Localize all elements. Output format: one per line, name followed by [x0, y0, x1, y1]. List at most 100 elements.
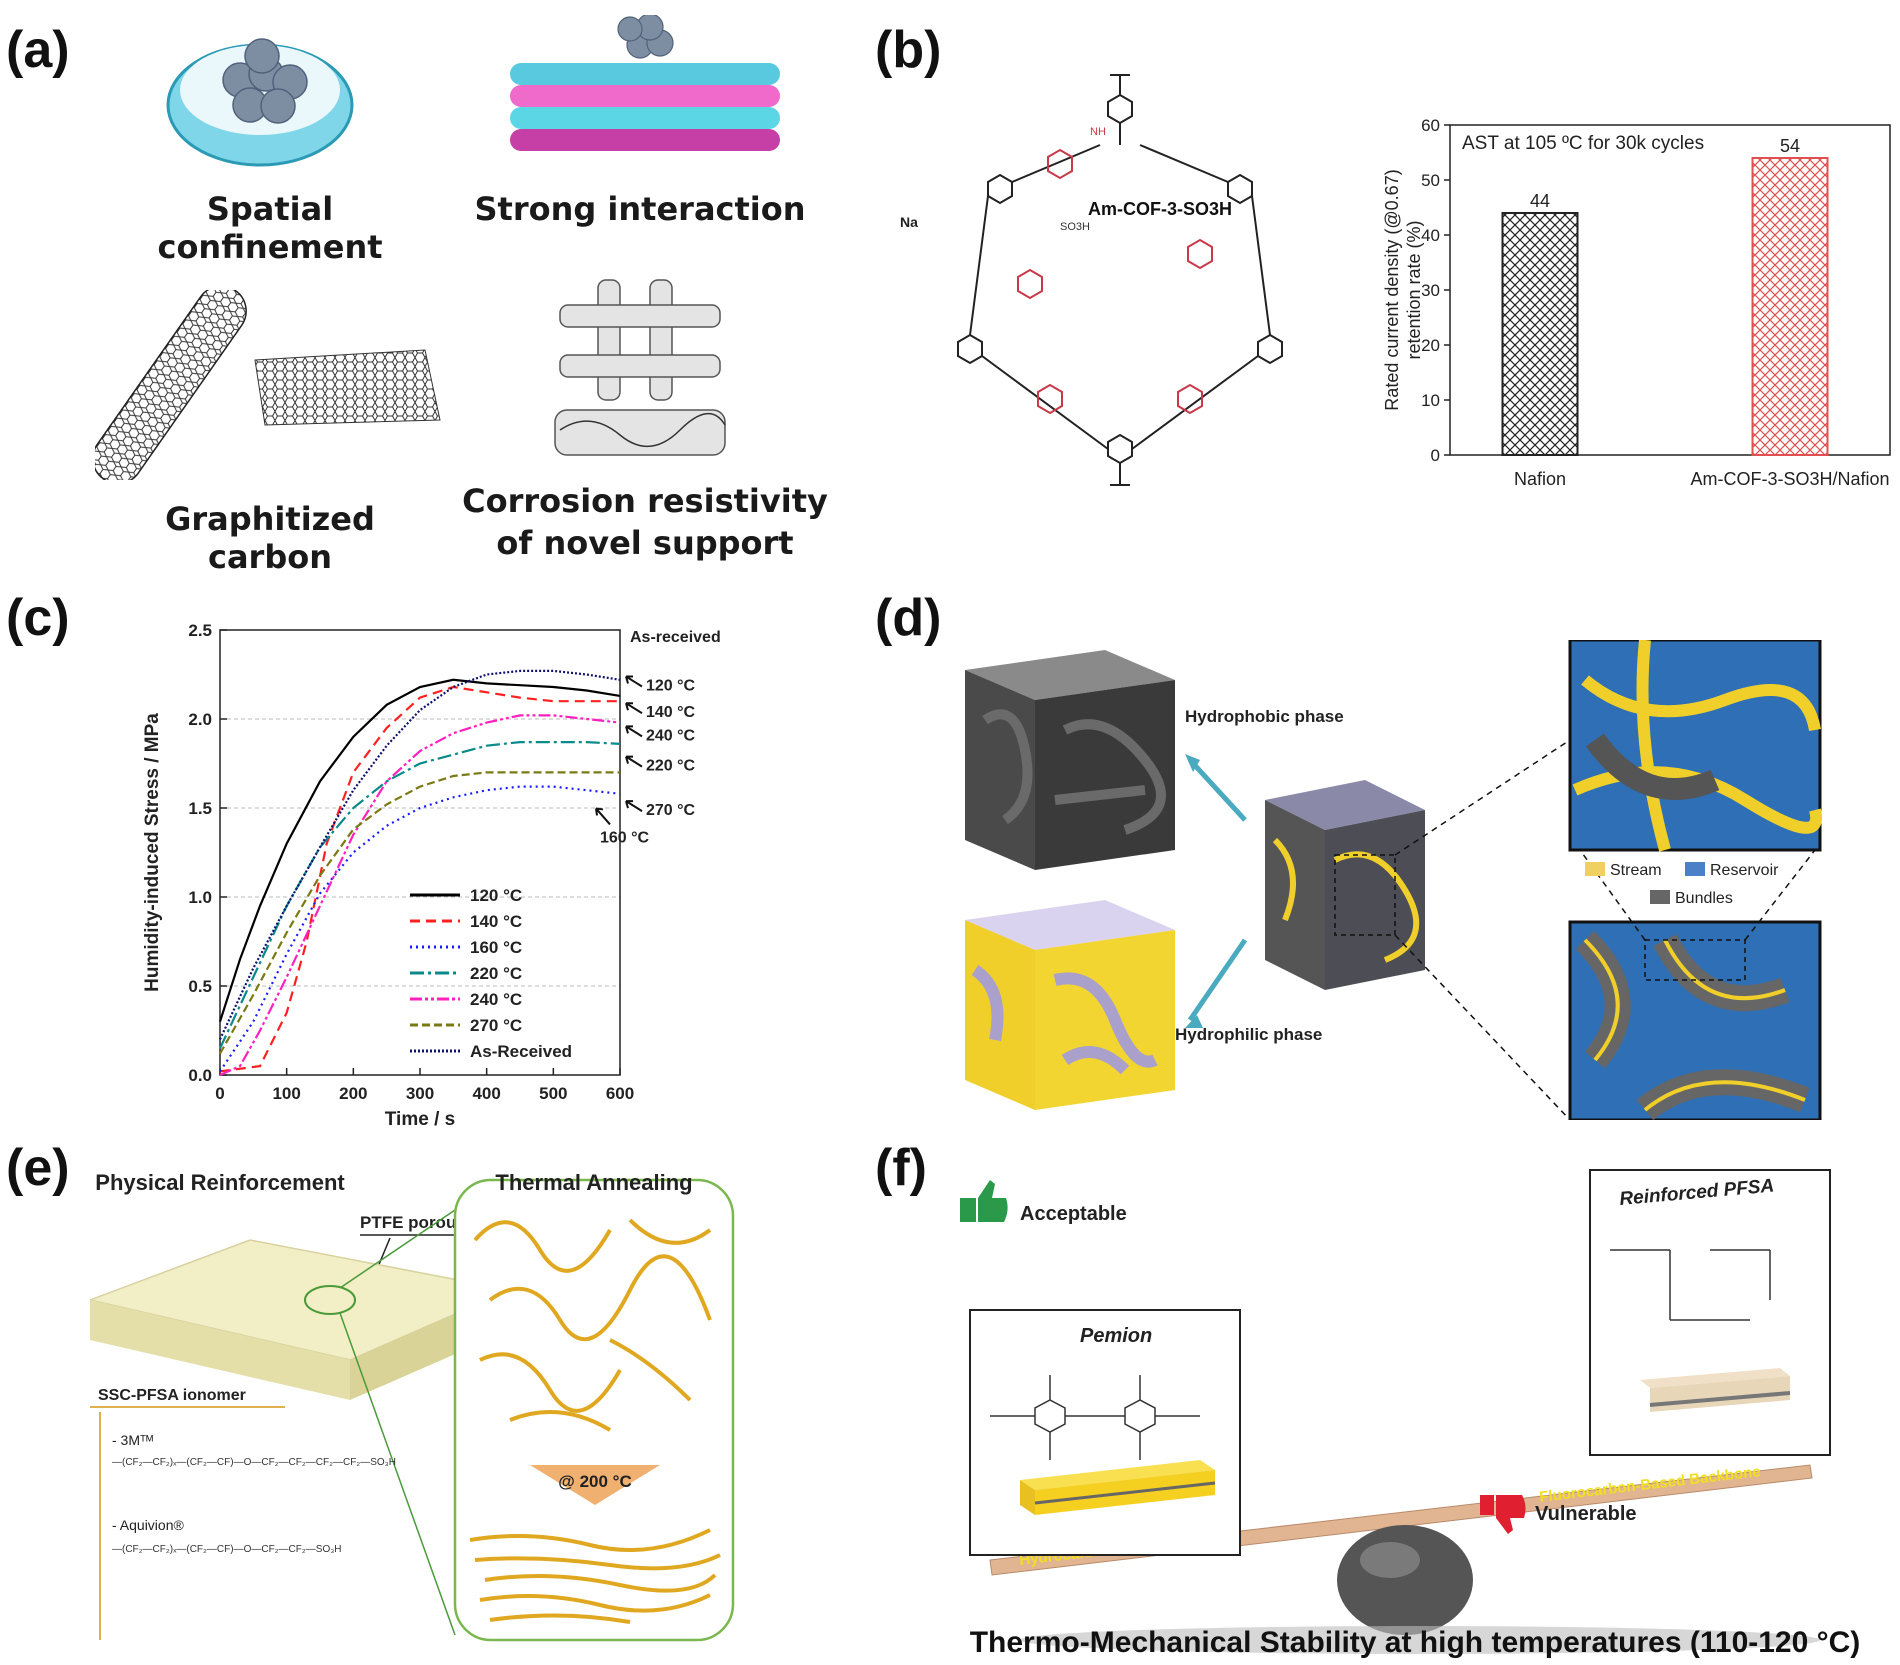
- nh-fragment: NH: [1090, 126, 1106, 138]
- annotation-label: 160 °C: [600, 829, 650, 846]
- legend-label: 240 °C: [470, 990, 522, 1009]
- corrosion-label-line2: of novel support: [496, 524, 794, 562]
- bar-1: [1751, 157, 1829, 456]
- physical-reinforcement-title: Physical Reinforcement: [95, 1170, 345, 1195]
- y-axis-label: Rated current density (@0.67): [1382, 169, 1402, 410]
- pemion-label: Pemion: [1080, 1325, 1152, 1347]
- x-tick-label: 600: [606, 1084, 634, 1103]
- bar-chart-title: AST at 105 ºC for 30k cycles: [1462, 133, 1704, 154]
- annotation-arrow: [625, 675, 643, 688]
- bar-0: [1501, 212, 1579, 456]
- 3m-structure: —(CF₂—CF₂)ₓ—(CF₂—CF)—O—CF₂—CF₂—CF₂—CF₂—S…: [112, 1457, 396, 1468]
- stream-legend: Stream: [1610, 862, 1662, 879]
- annotation-arrow: [625, 800, 643, 812]
- vulnerable-label: Vulnerable: [1535, 1503, 1637, 1525]
- novel-support-image: [554, 279, 726, 456]
- panel-b-label: (b): [875, 21, 942, 79]
- thumbs-up-icon: [978, 1180, 1008, 1222]
- y-tick-label: 50: [1421, 171, 1440, 190]
- hydrophobic-label: Hydrophobic phase: [1185, 707, 1344, 726]
- annotation-label: 240 °C: [646, 727, 696, 744]
- annotation-arrow: [595, 807, 611, 826]
- spatial-confinement-image: [166, 38, 354, 167]
- ionomer-item-aquivion: - Aquivion®: [112, 1517, 184, 1533]
- acceptable-label: Acceptable: [1020, 1203, 1127, 1225]
- y-tick-label: 2.5: [188, 621, 212, 640]
- bundles-legend: Bundles: [1675, 890, 1733, 907]
- series-line-5: [219, 771, 620, 1055]
- y-tick-label: 10: [1421, 391, 1440, 410]
- legend-label: 160 °C: [470, 938, 522, 957]
- corrosion-label: Corrosion resistivity of novel support: [460, 480, 830, 564]
- line-chart: 0.0 0.5 1.0 1.5 2.0 2.5 0 100 200 300 400 500 600Tim…: [142, 621, 721, 1130]
- cof-structure-image: Am-COF-3-SO3H SO3H NH Na: [900, 74, 1283, 486]
- legend-label: 220 °C: [470, 964, 522, 983]
- aquivion-structure: —(CF₂—CF₂)ₓ—(CF₂—CF)—O—CF₂—CF₂—SO₃H: [112, 1544, 342, 1555]
- hydrophilic-label: Hydrophilic phase: [1175, 1025, 1322, 1044]
- seesaw-image: Acceptable Hydrocarbon-Based Backbone Fl…: [960, 1169, 1861, 1659]
- annealing-temp: @ 200 °C: [558, 1472, 631, 1491]
- y-tick-label: 2.0: [188, 710, 212, 729]
- y-tick-label: 0.5: [188, 977, 212, 996]
- panel-d-label: (d): [875, 589, 942, 647]
- series-line-0: [218, 678, 621, 1022]
- strong-interaction-label: Strong interaction: [474, 190, 806, 228]
- bar-data-label: 54: [1780, 136, 1800, 156]
- legend-label: 270 °C: [470, 1016, 522, 1035]
- y-tick-label: 0: [1431, 446, 1440, 465]
- y-tick-label: 1.5: [188, 799, 212, 818]
- category-label: Am-COF-3-SO3H/Nafion: [1690, 469, 1889, 489]
- x-tick-label: 0: [215, 1084, 224, 1103]
- na-fragment: Na: [900, 214, 918, 230]
- panel-f-caption: Thermo-Mechanical Stability at high temp…: [970, 1626, 1861, 1659]
- x-tick-label: 400: [472, 1084, 500, 1103]
- x-tick-label: 500: [539, 1084, 567, 1103]
- hydrophobic-cube: [965, 650, 1175, 870]
- spatial-confinement-label: Spatial confinement: [157, 190, 383, 266]
- y-tick-label: 40: [1421, 226, 1440, 245]
- fulcrum-rock: [1337, 1525, 1473, 1635]
- panel-f-label: (f): [875, 1139, 927, 1197]
- annotation-arrow: [625, 755, 643, 768]
- x-tick-label: 300: [406, 1084, 434, 1103]
- reservoir-legend: Reservoir: [1710, 862, 1779, 879]
- series-line-4: [219, 714, 621, 1077]
- ionomer-item-3m: - 3Mᵀᴹ: [112, 1432, 153, 1448]
- bar-data-label: 44: [1530, 191, 1550, 211]
- central-cube: [1265, 780, 1425, 990]
- strong-interaction-image: [510, 15, 780, 151]
- panel-c-label: (c): [6, 589, 70, 647]
- thermal-annealing-title: Thermal Annealing: [495, 1170, 692, 1195]
- x-tick-label: 200: [339, 1084, 367, 1103]
- annotation-label: As-received: [630, 629, 721, 646]
- x-tick-label: 100: [272, 1084, 300, 1103]
- corrosion-label-line1: Corrosion resistivity: [462, 482, 828, 520]
- so3h-fragment: SO3H: [1060, 221, 1090, 233]
- reinforcement-image: Physical Reinforcement PTFE porous subst…: [90, 1170, 735, 1642]
- y-tick-label: 1.0: [188, 888, 212, 907]
- series-line-6: [219, 669, 621, 1040]
- annotation-label: 120 °C: [646, 678, 696, 695]
- phase-separation-image: Hydrophobic phase Hydrophilic phase Stre…: [965, 640, 1823, 1120]
- annotation-arrow: [625, 702, 643, 715]
- annotation-label: 270 °C: [646, 802, 696, 819]
- y-axis-label: retention rate (%): [1404, 220, 1424, 359]
- series-line-1: [219, 685, 620, 1073]
- y-tick-label: 60: [1421, 116, 1440, 135]
- annotation-label: 220 °C: [646, 758, 696, 775]
- x-axis-label: Time / s: [385, 1109, 455, 1130]
- y-tick-label: 20: [1421, 336, 1440, 355]
- panel-e-label: (e): [6, 1139, 70, 1197]
- ionomer-label: SSC-PFSA ionomer: [98, 1387, 246, 1404]
- cof-structure-label: Am-COF-3-SO3H: [1088, 199, 1232, 219]
- y-tick-label: 0.0: [188, 1066, 212, 1085]
- annotation-arrow: [625, 725, 643, 738]
- series-line-2: [219, 785, 621, 1073]
- annotation-label: 140 °C: [646, 704, 696, 721]
- y-axis-label: Humidity-induced Stress / MPa: [142, 713, 163, 992]
- thumbs-down-icon: [1496, 1495, 1526, 1534]
- category-label: Nafion: [1514, 469, 1566, 489]
- panel-a-label: (a): [6, 21, 70, 79]
- graphitized-carbon-label: Graphitized carbon: [165, 500, 375, 576]
- legend-label: 120 °C: [470, 886, 522, 905]
